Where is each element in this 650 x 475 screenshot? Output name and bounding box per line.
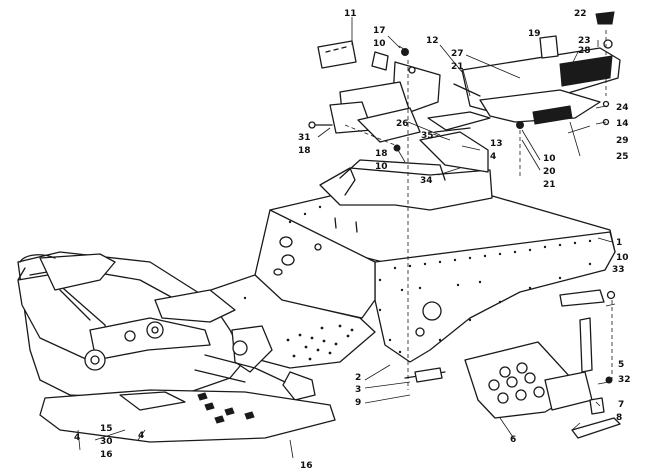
callout-label: 35 — [421, 131, 434, 141]
callout-label: 4 — [74, 433, 80, 443]
callout-label: 24 — [616, 103, 629, 113]
callout-label: 31 — [298, 133, 311, 143]
callout-label: 4 — [490, 152, 496, 162]
callout-label: 16 — [100, 450, 113, 460]
callout-label: 17 — [373, 26, 386, 36]
callout-label: 30 — [100, 437, 113, 447]
callout-label: 33 — [612, 265, 625, 275]
callout-label: 16 — [300, 461, 313, 471]
rivet-row — [243, 205, 592, 354]
callout-label: 27 — [451, 49, 464, 59]
callout-label: 25 — [616, 152, 629, 162]
callout-label: 10 — [616, 253, 629, 263]
callout-label: 5 — [618, 360, 624, 370]
running-board-bracket — [404, 289, 621, 439]
callout-label: 29 — [616, 136, 629, 146]
callout-label: 10 — [543, 154, 556, 164]
callout-label: 13 — [490, 139, 503, 149]
front-suspension-frame — [17, 251, 316, 401]
callout-label: 23 — [578, 36, 591, 46]
callout-label: 34 — [420, 176, 433, 186]
skid-plate — [39, 389, 336, 443]
callout-label: 4 — [138, 431, 144, 441]
callout-label: 10 — [373, 39, 386, 49]
callout-label: 32 — [618, 375, 631, 385]
callout-label: 26 — [396, 119, 409, 129]
callout-label: 7 — [618, 400, 624, 410]
callout-label: 21 — [451, 62, 464, 72]
callout-label: 10 — [375, 162, 388, 172]
callout-label: 1 — [616, 238, 622, 248]
callout-label: 22 — [574, 9, 587, 19]
seat-base-tray — [453, 11, 621, 129]
callout-label: 6 — [510, 435, 516, 445]
callout-label: 9 — [355, 398, 361, 408]
steering-support-assembly — [308, 40, 491, 173]
callout-label: 2 — [355, 373, 361, 383]
callout-label: 21 — [543, 180, 556, 190]
callout-label: 18 — [298, 146, 311, 156]
callout-label: 18 — [375, 149, 388, 159]
callout-label: 12 — [426, 36, 439, 46]
callout-label: 20 — [543, 167, 556, 177]
callout-label: 28 — [578, 46, 591, 56]
callout-label: 8 — [616, 413, 622, 423]
callout-labels: 11 17 10 12 27 21 19 22 23 28 24 14 29 2… — [74, 9, 631, 471]
callout-label: 19 — [528, 29, 541, 39]
callout-label: 14 — [616, 119, 629, 129]
perforation-pattern — [286, 324, 354, 361]
callout-label: 11 — [344, 9, 357, 19]
callout-label: 15 — [100, 424, 113, 434]
callout-label: 3 — [355, 385, 361, 395]
assembly-guide-lines — [77, 17, 616, 459]
